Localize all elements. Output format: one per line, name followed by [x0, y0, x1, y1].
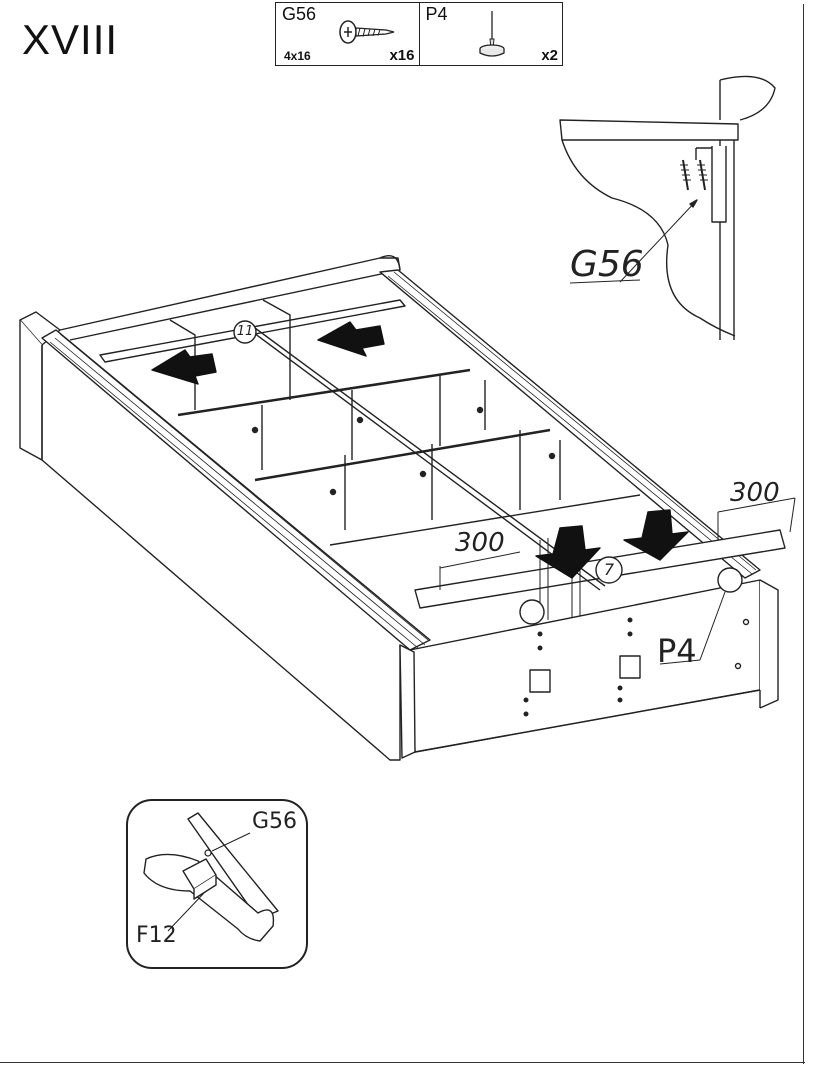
dimension-label-left: 300	[455, 528, 505, 558]
inset-screw-label: G56	[252, 809, 298, 834]
foot-label: P4	[657, 632, 697, 670]
part-code: P4	[425, 4, 448, 24]
page-frame-bottom	[0, 1062, 805, 1063]
direction-arrows	[151, 321, 689, 579]
detail-screw-label: G56	[570, 244, 644, 285]
screw-icon	[339, 20, 395, 44]
part-code: G56	[282, 4, 317, 24]
part-cell-g56: G56 4x16 x16	[276, 3, 419, 65]
bubble-label-11: 11	[236, 324, 254, 339]
bubble-label-7: 7	[603, 560, 615, 579]
inset-detail: G56 F12	[126, 799, 308, 969]
part-cell-p4: P4 x2	[418, 3, 563, 65]
step-number: XVIII	[22, 16, 119, 63]
inset-bracket-label: F12	[136, 923, 177, 948]
part-qty: x2	[541, 47, 558, 64]
pin-foot-icon	[478, 11, 505, 57]
page-frame-right	[803, 4, 804, 1064]
parts-table: G56 4x16 x16 P4 x2	[275, 2, 563, 66]
part-qty: x16	[389, 47, 415, 64]
detail-view-corner	[559, 75, 776, 340]
part-size: 4x16	[284, 49, 311, 63]
dimension-label-right: 300	[730, 478, 780, 508]
bed-frame	[19, 255, 796, 761]
bracket-detail-drawing	[143, 812, 279, 942]
